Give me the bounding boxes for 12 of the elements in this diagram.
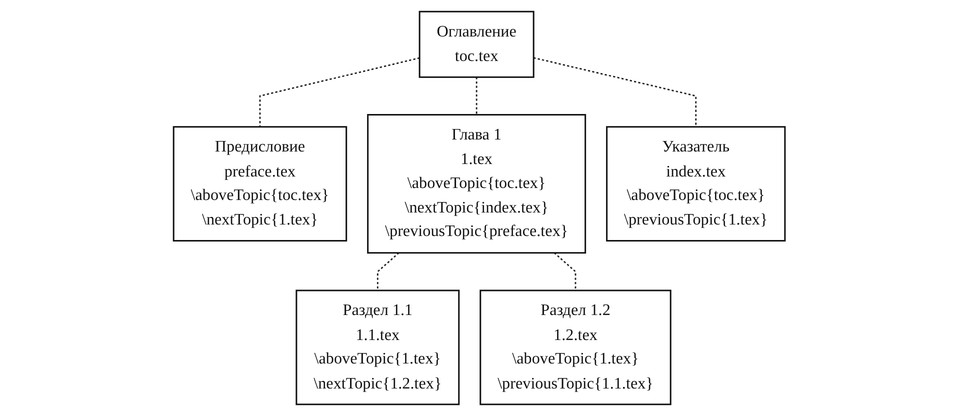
- connector: [476, 76, 477, 114]
- node-box: [295, 289, 460, 405]
- connector: [376, 252, 400, 290]
- node-box: [172, 126, 347, 242]
- node-box: [418, 10, 534, 78]
- node-box: [366, 114, 586, 254]
- node-box: [606, 126, 786, 242]
- node-box: [479, 289, 672, 405]
- connector: [533, 56, 696, 126]
- tree-diagram: Оглавление toc.tex Предисловие preface.tex \aboveTopic{toc.tex} \nextTopic{1.tex} Глава 1 1.tex \aboveTopic{toc.tex} \nextTopic{index.tex} \previousTopic{preface.tex} Указатель index.tex \aboveTopic{toc.tex} \previousTopic{1.tex} Раздел 1.1 1.1.tex \aboveTopic{1.tex} \nextTopic{1.2.tex} Раздел 1.2 1.2.tex \aboveTopic{1.tex} \previousTopic{1.1.tex}: [164, 2, 794, 412]
- connector: [554, 252, 576, 290]
- connector: [259, 56, 420, 126]
